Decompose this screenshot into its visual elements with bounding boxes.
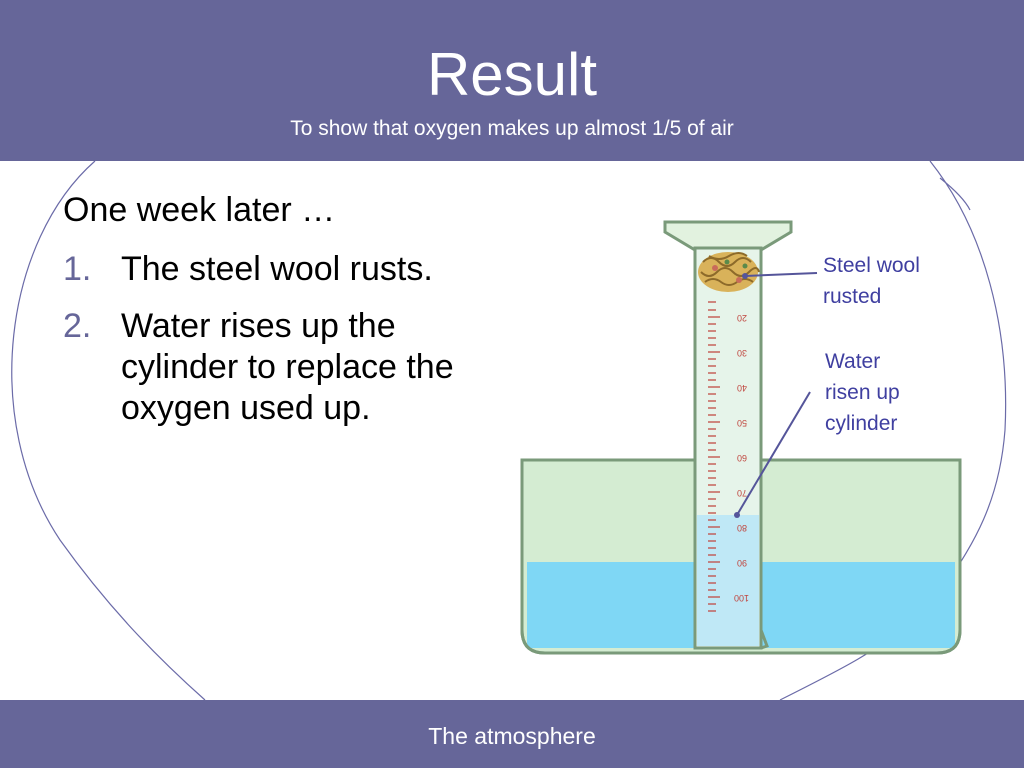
list-item: 1. The steel wool rusts. — [63, 249, 513, 290]
list-item: 2. Water rises up the cylinder to replac… — [63, 306, 513, 429]
scale-number: 50 — [737, 418, 747, 428]
list-text: The steel wool rusts. — [121, 250, 433, 288]
lead-text: One week later … — [63, 191, 336, 229]
label-line: risen up — [825, 381, 900, 404]
list-text: Water rises up the cylinder to replace t… — [121, 307, 454, 427]
slide-subtitle: To show that oxygen makes up almost 1/5 … — [290, 117, 734, 140]
list-number: 2. — [63, 307, 92, 345]
steel-wool-pointer — [744, 272, 818, 277]
cylinder-scale — [708, 301, 720, 612]
cylinder-water — [697, 515, 759, 646]
label-line: Water — [825, 350, 881, 373]
slide-footer: The atmosphere — [0, 700, 1024, 768]
scale-number: 30 — [737, 348, 747, 358]
experiment-diagram: 20 30 40 50 60 70 80 90 100 Steel wool r… — [515, 210, 1015, 670]
scale-number: 40 — [737, 383, 747, 393]
cylinder-rim — [663, 220, 793, 252]
scale-numbers: 20 30 40 50 60 70 80 90 100 — [734, 313, 749, 603]
water-pointer-dot — [734, 512, 740, 518]
apparatus-illustration: 20 30 40 50 60 70 80 90 100 — [520, 220, 962, 655]
cylinder-foot — [759, 629, 769, 650]
label-line: rusted — [823, 285, 882, 308]
steel-wool — [698, 252, 760, 292]
water-pointer — [736, 391, 811, 516]
water-label: Water risen up cylinder — [825, 346, 900, 439]
steel-wool-pointer-dot — [742, 273, 748, 279]
steel-wool-label: Steel wool rusted — [823, 250, 920, 312]
footer-text: The atmosphere — [428, 723, 596, 749]
right-arc-upper — [939, 177, 971, 211]
scale-number: 70 — [737, 488, 747, 498]
list-number: 1. — [63, 250, 92, 288]
scale-number: 90 — [737, 558, 747, 568]
trough-bottom — [520, 629, 962, 655]
scale-number: 80 — [737, 523, 747, 533]
scale-number: 60 — [737, 453, 747, 463]
label-line: cylinder — [825, 412, 898, 435]
scale-number: 100 — [734, 593, 749, 603]
label-line: Steel wool — [823, 254, 920, 277]
scale-number: 20 — [737, 313, 747, 323]
slide-header: Result To show that oxygen makes up almo… — [0, 0, 1024, 161]
slide-title: Result — [426, 41, 598, 108]
slide-body: One week later … 1. The steel wool rusts… — [63, 190, 513, 445]
